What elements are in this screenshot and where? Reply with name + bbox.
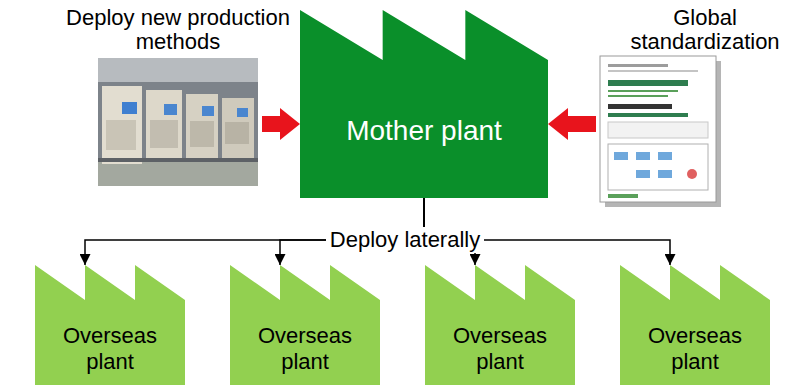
block-arrow [262,108,300,140]
machine-photo-part [98,58,258,186]
factory-outline [230,265,380,385]
factory-shape [300,10,548,198]
document-part [608,90,678,92]
document-part [658,170,672,178]
node-text: Overseas plant [249,323,361,374]
machine-photo-part [190,121,214,147]
doc-shape [600,56,720,206]
document-part [608,104,672,109]
photo-shape [98,58,258,186]
heading-text: Deploy new production methods [58,6,298,54]
overseas-plant: Overseas plant [620,265,770,385]
machine-photo-part [237,108,248,117]
factory-outline [620,265,770,385]
machine-photo-part [150,120,178,148]
machine-photo-part [106,120,136,150]
document-part [608,64,668,67]
node-text: Overseas plant [444,323,556,374]
document-part [608,144,708,190]
node-text: Mother plant [314,115,534,147]
machine-photo-part [98,162,258,186]
document-part [608,70,698,72]
mother-plant: Mother plant [300,10,548,198]
document-box: Global standardization [600,56,720,206]
node-text: Overseas plant [639,323,751,374]
document-part [608,95,668,97]
factory-outline [425,265,575,385]
node-text: Overseas plant [54,323,166,374]
machine-photo-part [102,86,142,164]
flow-label: Deploy laterally [326,227,484,253]
machine-photo-part [222,98,254,158]
machine-photo-part [164,104,177,115]
document-part [636,170,650,178]
document-part [608,194,638,198]
heading-text: Global standardization [620,6,790,54]
factory-outline [35,265,185,385]
overseas-plant: Overseas plant [35,265,185,385]
factory-outline [300,10,548,198]
document-part [608,80,688,86]
document-part [608,113,688,117]
document-part [658,152,672,160]
document-part [600,56,716,202]
machine-photo-part [186,94,218,160]
document-part [687,169,697,179]
overseas-plant: Overseas plant [425,265,575,385]
machine-photo-part [122,102,137,114]
block-arrow [548,108,596,140]
machine-photo-part [98,158,258,162]
document-part [636,152,650,160]
machine-photo-part [146,90,182,162]
machine-photo-part [225,122,249,144]
machine-photo-part [202,106,214,116]
document-part [608,122,708,138]
photo-box: Deploy new production methods [98,58,258,186]
overseas-plant: Overseas plant [230,265,380,385]
document-part [614,152,628,160]
machine-photo-part [98,58,258,82]
